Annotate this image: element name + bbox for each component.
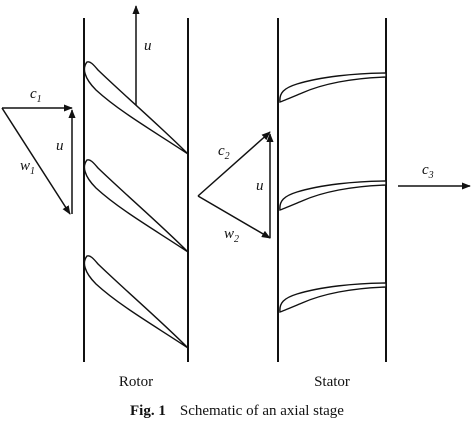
c3-label: c3	[422, 162, 434, 181]
rotor-blade-3	[83, 255, 189, 349]
c1-label: c1	[30, 86, 42, 105]
u1-label: u	[56, 138, 64, 154]
stator-label: Stator	[314, 374, 350, 390]
rotor-label: Rotor	[119, 374, 153, 390]
stator-blade-3	[279, 282, 387, 313]
stator-blade-1	[279, 72, 387, 103]
w2-arrow	[197, 195, 271, 239]
rotor-blade-1	[83, 61, 189, 155]
w2-label: w2	[224, 226, 239, 245]
c2-arrow	[197, 131, 271, 197]
w1-arrow	[1, 107, 71, 215]
u2-label: u	[256, 178, 264, 194]
c2-label: c2	[218, 143, 230, 162]
w1-label: w1	[20, 158, 35, 177]
rotor-blade-2	[83, 159, 189, 253]
stator-blade-2	[279, 180, 387, 211]
rotor-blade-speed-label: u	[144, 38, 152, 54]
